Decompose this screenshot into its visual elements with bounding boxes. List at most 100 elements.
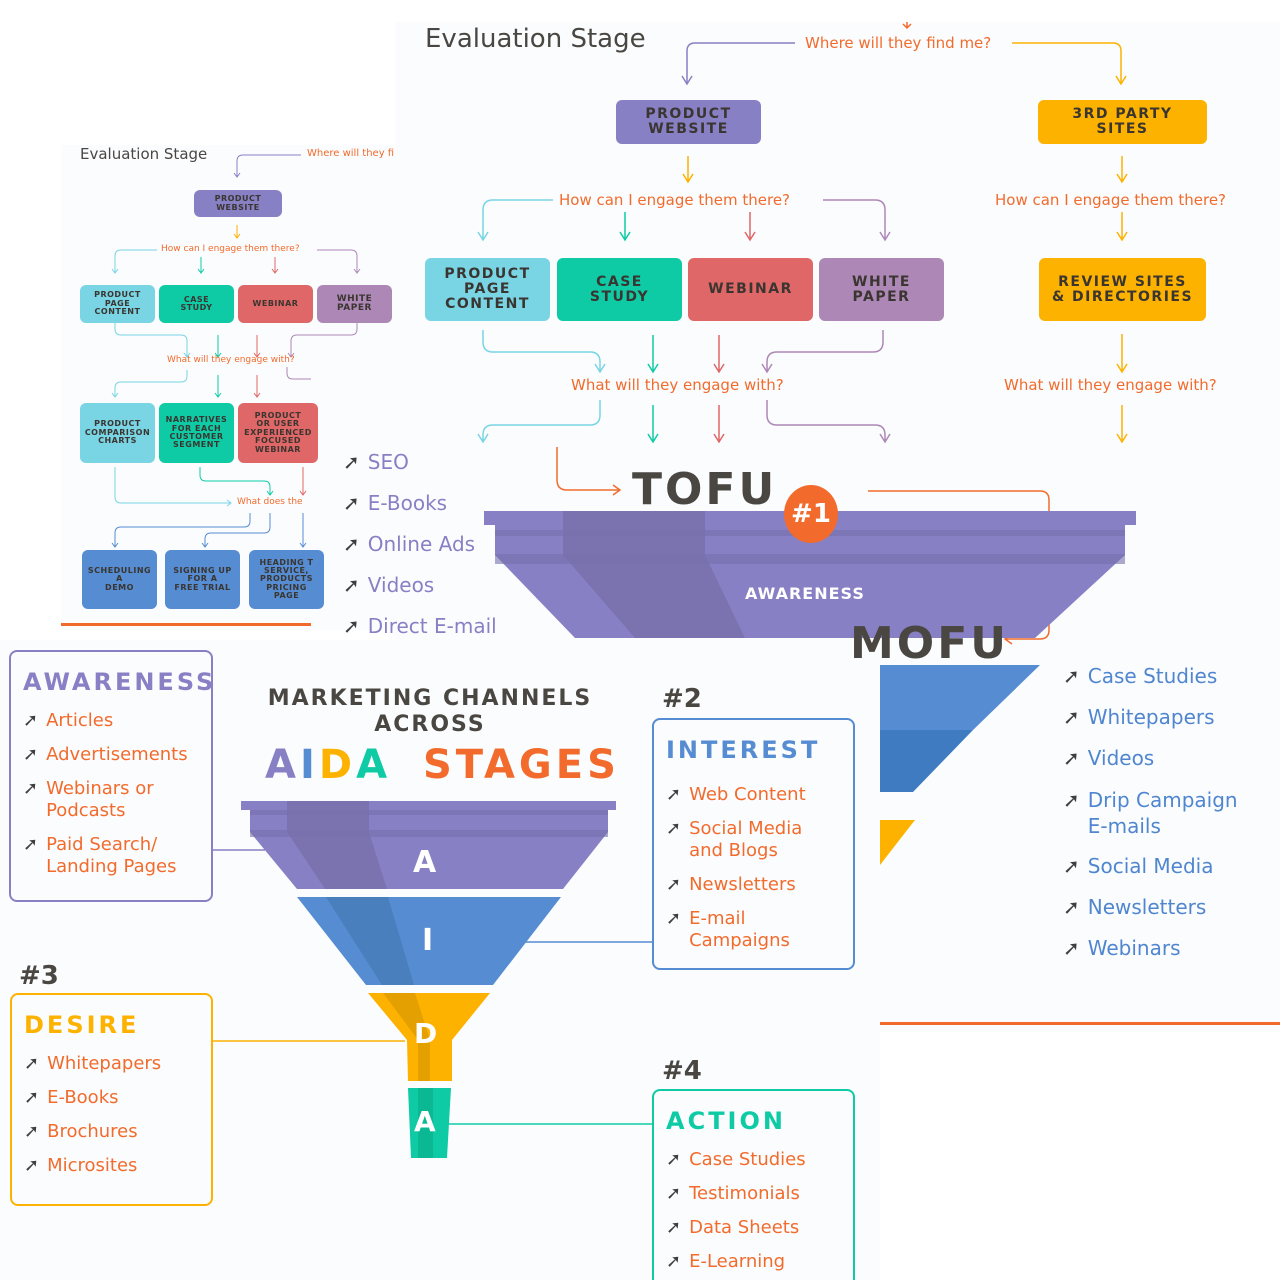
aida-letter-a: A [265, 742, 300, 788]
arrow-up-right-icon: ➚ [343, 450, 360, 474]
desire-number: #3 [19, 961, 59, 991]
funnel-letter-i: I [422, 923, 434, 958]
large-webinar-box[interactable]: WEBINAR [688, 258, 813, 321]
large-case-study-box[interactable]: CASE STUDY [557, 258, 682, 321]
awareness-item: ➚Articles [23, 710, 114, 731]
mofu-channel-item: ➚Social Media [1063, 854, 1214, 878]
large-q-where: Where will they find me? [805, 34, 992, 52]
large-flow-connectors [477, 22, 1128, 444]
small-product-website-box[interactable]: PRODUCT WEBSITE [194, 190, 282, 217]
small-orange-divider [61, 623, 311, 626]
arrow-up-right-icon: ➚ [24, 1155, 40, 1176]
arrow-up-right-icon: ➚ [24, 1053, 40, 1074]
mofu-channel-list: ➚Case Studies ➚Whitepapers ➚Videos ➚Drip… [1063, 664, 1238, 977]
large-product-page-content-box[interactable]: PRODUCT PAGE CONTENT [425, 258, 550, 321]
small-product-comparison-box[interactable]: PRODUCT COMPARISON CHARTS [80, 403, 155, 463]
desire-list: ➚Whitepapers ➚E-Books ➚Brochures ➚Micros… [24, 1053, 211, 1177]
small-product-page-content-box[interactable]: PRODUCT PAGE CONTENT [80, 285, 155, 323]
awareness-item: ➚Paid Search/ Landing Pages [23, 834, 177, 877]
tofu-channel-item: ➚Direct E-mail [343, 614, 497, 638]
mofu-channel-item: ➚Drip Campaign E-mails [1063, 788, 1238, 838]
small-white-paper-box[interactable]: WHITE PAPER [317, 285, 392, 323]
aida-title-line1: MARKETING CHANNELS [267, 686, 593, 711]
arrow-up-right-icon: ➚ [666, 874, 682, 895]
action-list: ➚Case Studies ➚Testimonials ➚Data Sheets… [666, 1149, 853, 1273]
arrow-up-right-icon: ➚ [666, 908, 682, 929]
arrow-up-right-icon: ➚ [24, 1121, 40, 1142]
small-flow-connectors [111, 154, 361, 548]
small-q-where: Where will they fi [307, 148, 395, 159]
small-q-what: What will they engage with? [167, 355, 295, 365]
orange-divider [880, 1022, 1280, 1025]
action-item: ➚E-Learning [666, 1251, 786, 1272]
arrow-up-right-icon: ➚ [343, 573, 360, 597]
mofu-channel-item: ➚Whitepapers [1063, 705, 1215, 729]
arrow-up-right-icon: ➚ [24, 1087, 40, 1108]
arrow-up-right-icon: ➚ [343, 491, 360, 515]
small-pricing-page-box[interactable]: HEADING T SERVICE, PRODUCTS PRICING PAGE [249, 550, 324, 609]
large-eval-title: Evaluation Stage [425, 24, 646, 54]
large-q-what-left: What will they engage with? [571, 376, 784, 394]
large-product-website-box[interactable]: PRODUCT WEBSITE [616, 100, 761, 144]
arrow-up-right-icon: ➚ [666, 1183, 682, 1204]
action-heading: ACTION [666, 1107, 786, 1135]
arrow-up-right-icon: ➚ [1063, 746, 1080, 770]
large-q-engage-left: How can I engage them there? [559, 191, 791, 209]
action-card: ACTION ➚Case Studies ➚Testimonials ➚Data… [652, 1089, 855, 1280]
mofu-label: MOFU [850, 618, 1009, 669]
arrow-up-right-icon: ➚ [23, 744, 39, 765]
arrow-up-right-icon: ➚ [1063, 854, 1080, 878]
arrow-up-right-icon: ➚ [666, 1251, 682, 1272]
mofu-channel-item: ➚Videos [1063, 746, 1155, 770]
aida-letter-a2: A [356, 742, 392, 788]
funnel-letter-d: D [414, 1017, 438, 1050]
desire-item: ➚E-Books [24, 1087, 119, 1108]
mofu-funnel [880, 665, 1040, 865]
aida-title-colored: AIDA STAGES [265, 742, 620, 788]
small-scheduling-demo-box[interactable]: SCHEDULING A DEMO [82, 550, 157, 609]
mofu-channel-item: ➚Newsletters [1063, 895, 1207, 919]
funnel-letter-a: A [413, 845, 437, 880]
interest-item: ➚Newsletters [666, 874, 796, 895]
desire-heading: DESIRE [24, 1011, 140, 1039]
desire-card: DESIRE ➚Whitepapers ➚E-Books ➚Brochures … [10, 993, 213, 1206]
tofu-channel-item: ➚SEO [343, 450, 409, 474]
action-item: ➚Testimonials [666, 1183, 800, 1204]
small-evaluation-panel: Evaluation Stage Where will they fi PROD… [61, 145, 396, 630]
arrow-up-right-icon: ➚ [1063, 664, 1080, 688]
interest-list: ➚Web Content ➚Social Media and Blogs ➚Ne… [666, 784, 853, 952]
awareness-item: ➚Webinars or Podcasts [23, 778, 154, 821]
aida-letter-i: I [299, 742, 319, 788]
arrow-up-right-icon: ➚ [1063, 788, 1080, 812]
arrow-up-right-icon: ➚ [666, 818, 682, 839]
tofu-channel-item: ➚Videos [343, 573, 435, 597]
small-narratives-box[interactable]: NARRATIVES FOR EACH CUSTOMER SEGMENT [159, 403, 234, 463]
arrow-up-right-icon: ➚ [666, 1217, 682, 1238]
tofu-funnel-label: AWARENESS [745, 584, 865, 603]
aida-connectors [212, 849, 653, 1125]
large-white-paper-box[interactable]: WHITE PAPER [819, 258, 944, 321]
desire-item: ➚Microsites [24, 1155, 138, 1176]
awareness-heading: AWARENESS [23, 668, 217, 696]
large-review-sites-box[interactable]: REVIEW SITES & DIRECTORIES [1039, 258, 1206, 321]
small-case-study-box[interactable]: CASE STUDY [159, 285, 234, 323]
small-webinar-box[interactable]: WEBINAR [238, 285, 313, 323]
small-experience-webinar-box[interactable]: PRODUCT OR USER EXPERIENCED FOCUSED WEBI… [238, 403, 318, 463]
small-free-trial-box[interactable]: SIGNING UP FOR A FREE TRIAL [165, 550, 240, 609]
interest-item: ➚Web Content [666, 784, 806, 805]
aida-letter-d: D [318, 742, 357, 788]
tofu-channel-list: ➚SEO ➚E-Books ➚Online Ads ➚Videos ➚Direc… [343, 450, 497, 655]
arrow-up-right-icon: ➚ [666, 784, 682, 805]
small-eval-title: Evaluation Stage [80, 145, 208, 163]
small-q-does: What does the [237, 497, 303, 507]
aida-funnel [241, 801, 616, 1158]
large-third-party-box[interactable]: 3RD PARTY SITES [1038, 100, 1207, 144]
aida-stages-word: STAGES [422, 742, 620, 788]
awareness-list: ➚Articles ➚Advertisements ➚Webinars or P… [23, 710, 211, 878]
large-q-what-right: What will they engage with? [1004, 376, 1217, 394]
tofu-channel-item: ➚E-Books [343, 491, 448, 515]
awareness-card: AWARENESS ➚Articles ➚Advertisements ➚Web… [9, 650, 213, 902]
interest-item: ➚E-mail Campaigns [666, 908, 790, 951]
desire-item: ➚Whitepapers [24, 1053, 162, 1074]
action-item: ➚Case Studies [666, 1149, 806, 1170]
